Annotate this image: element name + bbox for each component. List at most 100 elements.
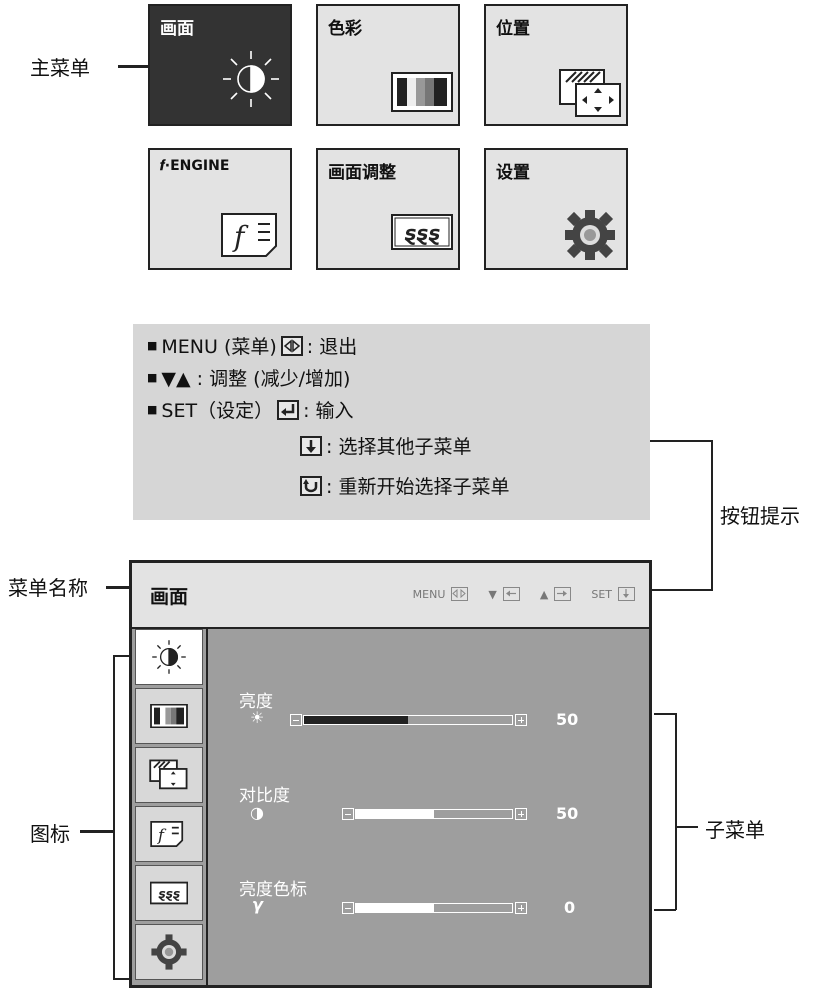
sidebar-item-picture-adjust[interactable]: ȿȿȿ [135,865,203,921]
osd-window: 画面 MENU ▼ ▲ SET [129,560,652,988]
menu-exit-key-icon [280,335,303,356]
left-key-icon[interactable] [502,587,520,601]
set-key-label: SET [591,587,612,601]
menu-key-label: MENU [412,587,446,601]
tile-position[interactable]: 位置 [484,4,628,126]
tile-label: 设置 [496,163,530,183]
tile-picture[interactable]: 画面 [148,4,292,126]
osd-header: 画面 MENU ▼ ▲ SET [132,563,649,629]
sidebar-item-color[interactable] [135,688,203,744]
contrast-slider[interactable] [355,809,513,819]
hint-exit-text: : 退出 [306,336,358,358]
color-bars-icon [391,72,453,112]
callout-line [711,440,713,590]
callout-line [118,65,150,68]
slider-fill [356,904,434,912]
contrast-icon: ◑ [250,803,264,822]
hint-input-text: : 输入 [303,400,354,422]
callout-line [106,586,130,589]
svg-text:ȿȿȿ: ȿȿȿ [404,221,440,245]
decrease-icon[interactable] [342,808,354,820]
tile-f-engine[interactable]: 𝒇·ENGINE f [148,148,292,270]
restart-key-icon [300,475,322,496]
callout-line [113,655,129,657]
callout-menu-name: 菜单名称 [8,576,88,600]
sidebar-item-setup[interactable] [135,924,203,980]
hint-menu-text: MENU (菜单) [161,336,277,358]
callout-line [675,713,677,910]
menu-name: 画面 [150,586,189,608]
callout-line [650,440,712,442]
tile-picture-adjust[interactable]: 画面调整 ȿȿȿ [316,148,460,270]
set-key-icon[interactable] [618,587,635,601]
sidebar-item-f-engine[interactable]: f [135,806,203,862]
gear-icon [565,210,615,260]
brightness-icon: ☀ [250,708,265,727]
decrease-icon[interactable] [290,714,302,726]
gamma-value: 0 [564,898,576,917]
hint-restart-text: : 重新开始选择子菜单 [326,476,510,498]
f-engine-icon: f [150,821,184,847]
callout-line [654,713,676,715]
submenu-label-brightness: 亮度 [239,692,273,712]
tile-label: 𝒇·ENGINE [160,158,230,174]
callout-line [113,655,115,979]
sidebar-item-picture[interactable] [135,629,203,685]
increase-icon[interactable] [515,714,527,726]
callout-line [80,830,114,833]
position-icon [149,759,188,790]
right-key-icon[interactable] [554,587,572,601]
down-key-icon [300,435,322,456]
position-icon [559,69,621,117]
decrease-icon[interactable] [342,902,354,914]
callout-submenu: 子菜单 [705,818,765,842]
submenu-label-gamma: 亮度色标 [239,880,307,900]
tile-label: 位置 [496,19,530,39]
bullet: ■ [147,371,158,384]
increase-icon[interactable] [515,902,527,914]
tile-label: 画面 [160,19,194,39]
increase-icon[interactable] [515,808,527,820]
callout-line [654,909,676,911]
tile-color[interactable]: 色彩 [316,4,460,126]
hint-set-text: SET（设定） [161,400,274,422]
svg-text:f: f [157,825,167,844]
contrast-value: 50 [556,804,579,823]
enter-key-icon [277,399,300,420]
callout-button-hint: 按钮提示 [720,504,800,528]
button-hint-panel: ■ MENU (菜单) : 退出 ■ ▼▲ : 调整 (减少/增加) ■ SET… [133,324,650,520]
callout-line [636,589,713,591]
brightness-icon [152,640,186,674]
osd-icon-sidebar: f ȿȿȿ [132,627,208,985]
bullet: ■ [147,403,158,416]
brightness-icon [223,51,279,107]
picture-adjust-icon: ȿȿȿ [150,881,188,905]
tile-label: 色彩 [328,19,362,39]
brightness-slider[interactable] [303,715,513,725]
tile-setup[interactable]: 设置 [484,148,628,270]
hint-adjust-text: ▼▲ : 调整 (减少/增加) [161,368,351,390]
callout-line [113,978,129,980]
gamma-slider[interactable] [355,903,513,913]
callout-line [676,826,698,828]
tile-label: 画面调整 [328,163,396,183]
f-engine-icon: f [221,213,277,257]
menu-key-icon[interactable] [451,587,469,601]
slider-fill [304,716,408,724]
color-bars-icon [150,704,188,728]
callout-main-menu: 主菜单 [30,56,90,80]
brightness-value: 50 [556,710,579,729]
down-key-label: ▼ [488,587,497,601]
hint-select-other-text: : 选择其他子菜单 [326,436,472,458]
svg-text:ȿȿȿ: ȿȿȿ [158,887,181,902]
callout-icons: 图标 [30,822,70,846]
osd-key-guide: MENU ▼ ▲ SET [413,587,635,601]
bullet: ■ [147,339,158,352]
sidebar-item-position[interactable] [135,747,203,803]
up-key-label: ▲ [539,587,549,601]
slider-fill [356,810,434,818]
gamma-icon: γ [252,895,263,914]
picture-adjust-icon: ȿȿȿ [391,214,453,250]
submenu-label-contrast: 对比度 [239,786,290,806]
gear-icon [151,934,187,970]
